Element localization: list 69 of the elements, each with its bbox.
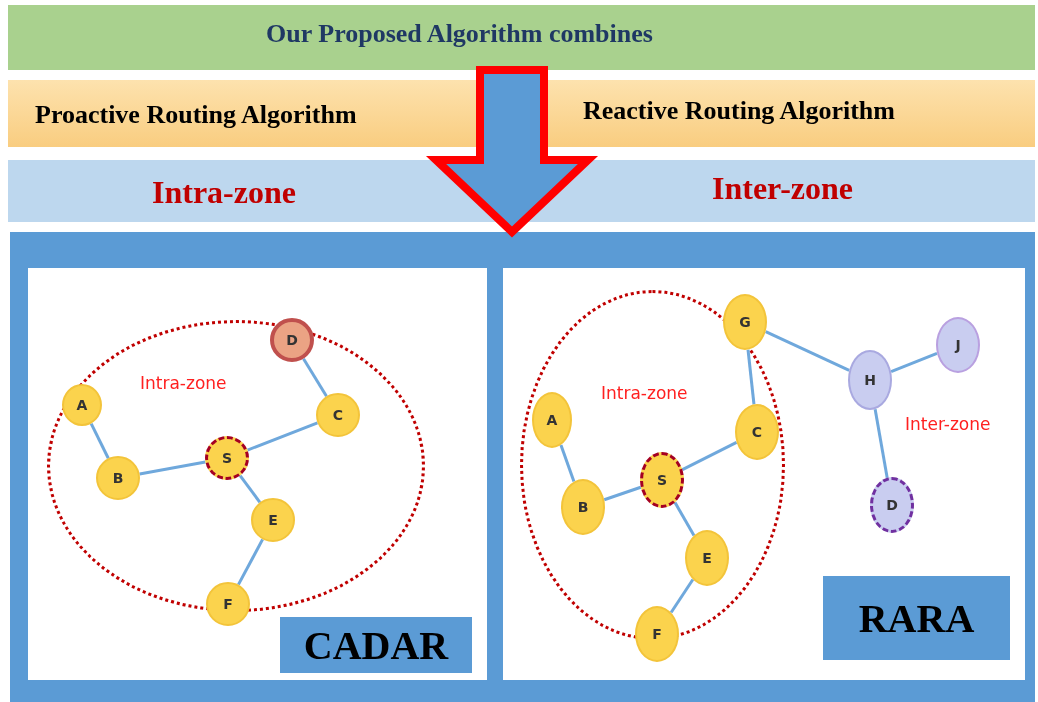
link-line <box>89 423 110 459</box>
node-letter: A <box>546 412 558 428</box>
header-band <box>8 80 1035 147</box>
node-letter: C <box>332 407 344 423</box>
link-line <box>139 460 206 476</box>
node-letter: E <box>268 512 278 528</box>
link-line <box>673 501 696 537</box>
link-line <box>237 538 264 586</box>
zone-label: Intra-zone <box>140 373 227 393</box>
node-circle <box>532 392 572 448</box>
band-title: Proactive Routing Algorithm <box>35 100 357 130</box>
link-line <box>603 485 642 502</box>
node-letter: D <box>886 497 898 513</box>
box-title: CADAR <box>303 621 449 669</box>
frame-panel <box>10 232 1035 702</box>
block-arrow <box>425 66 599 238</box>
node-circle <box>270 318 314 362</box>
zone-label: Intra-zone <box>601 383 688 403</box>
node-circle <box>96 456 140 500</box>
node-circle <box>316 393 360 437</box>
link-line <box>890 351 938 373</box>
node-circle <box>206 582 250 626</box>
link-line <box>669 578 695 614</box>
link-line <box>246 421 319 452</box>
node-letter: D <box>286 332 298 348</box>
node-circle <box>251 498 295 542</box>
band-title: Inter-zone <box>712 170 853 207</box>
node-letter: F <box>652 626 662 642</box>
node-circle <box>848 350 892 410</box>
header-band <box>8 5 1035 70</box>
box-title: RARA <box>858 594 975 642</box>
name-box <box>280 617 472 673</box>
node-circle <box>561 479 605 535</box>
diagram-panel <box>503 268 1025 680</box>
node-circle <box>640 452 684 508</box>
link-line <box>559 444 576 482</box>
link-line <box>681 441 738 471</box>
link-line <box>302 357 328 398</box>
node-letter: S <box>221 450 233 466</box>
band-title: Intra-zone <box>152 174 296 211</box>
node-circle <box>685 530 729 586</box>
node-circle <box>205 436 249 480</box>
node-circle <box>62 384 102 426</box>
name-box <box>823 576 1010 660</box>
band-title: Reactive Routing Algorithm <box>583 96 895 126</box>
header-band <box>8 160 1035 222</box>
node-letter: H <box>864 372 876 388</box>
link-line <box>765 330 850 372</box>
node-circle <box>723 294 767 350</box>
node-letter: G <box>739 314 751 330</box>
link-line <box>238 474 262 504</box>
node-letter: A <box>76 397 88 413</box>
node-circle <box>870 477 914 533</box>
node-circle <box>635 606 679 662</box>
node-letter: J <box>955 337 961 353</box>
node-letter: S <box>656 472 668 488</box>
band-title: Our Proposed Algorithm combines <box>266 19 653 49</box>
diagram-panel <box>28 268 487 680</box>
node-circle <box>735 404 779 460</box>
node-letter: F <box>223 596 233 612</box>
node-letter: B <box>577 499 589 515</box>
link-line <box>873 408 889 478</box>
zone-label: Inter-zone <box>905 414 991 434</box>
node-circle <box>936 317 980 373</box>
node-letter: C <box>751 424 763 440</box>
zone-ellipse <box>520 290 785 640</box>
node-letter: B <box>112 470 124 486</box>
node-letter: E <box>702 550 712 566</box>
link-line <box>746 349 756 405</box>
